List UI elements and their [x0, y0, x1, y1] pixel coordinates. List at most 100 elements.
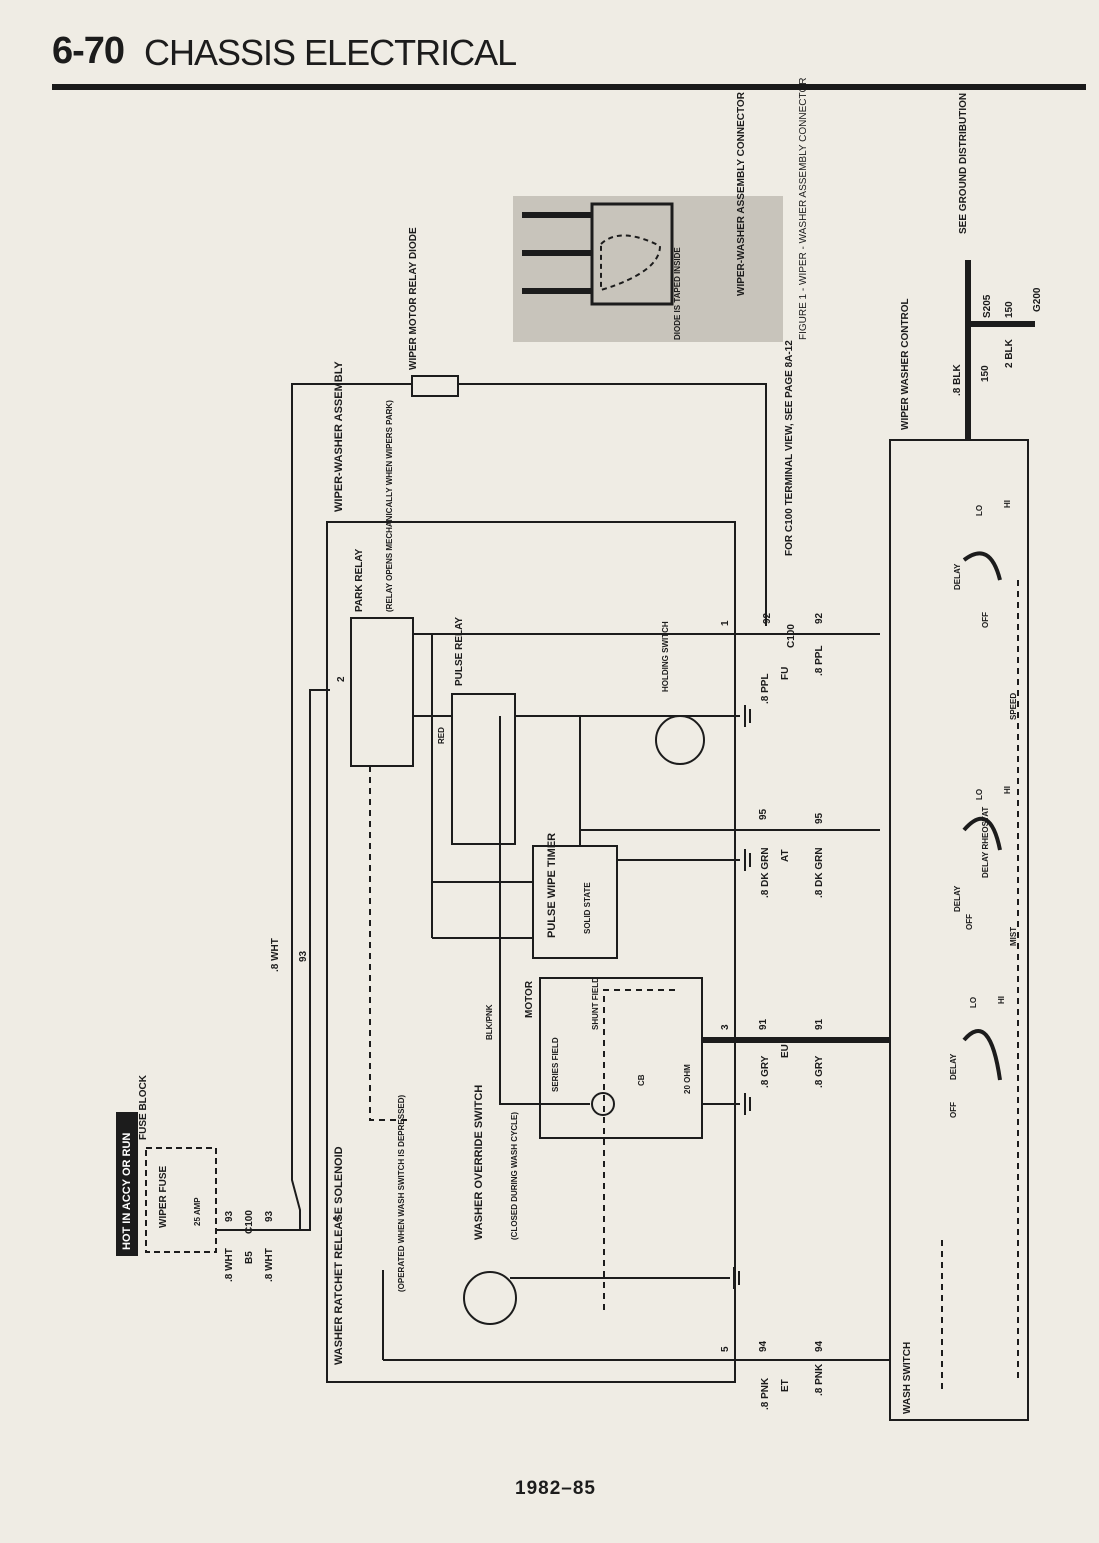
wire-label-red: RED	[437, 727, 446, 744]
header-rule	[52, 84, 1086, 90]
wire-label-c100-1: C100	[244, 1210, 255, 1234]
hi-label-2: HI	[1003, 786, 1012, 794]
mech-link-override	[603, 989, 680, 1310]
wire-blk-pnk	[499, 716, 590, 1105]
wire-label-92-1: 92	[762, 612, 773, 624]
wire-label-gry-1: .8 GRY	[760, 1055, 771, 1088]
wire-label-150-2: 150	[1004, 301, 1015, 318]
rheostat-label: DELAY RHEOSTAT	[981, 807, 990, 878]
section-title: CHASSIS ELECTRICAL	[144, 32, 517, 73]
control-box	[889, 439, 1029, 1421]
wire-label-at: AT	[780, 849, 791, 862]
speed-label: SPEED	[1009, 693, 1018, 720]
switch-arc-top	[962, 551, 1002, 581]
wire-label-wht-3: .8 WHT	[270, 938, 281, 972]
wire-label-dkgrn-1: .8 DK GRN	[760, 847, 771, 898]
pin-4: 4	[332, 1216, 343, 1222]
wiper-fuse-label: WIPER FUSE	[158, 1165, 169, 1228]
switch-arc-mid	[962, 816, 1002, 851]
shunt-field-label: SHUNT FIELD	[591, 977, 600, 1030]
motor-box	[539, 977, 703, 1139]
assembly-title: WIPER-WASHER ASSEMBLY	[333, 361, 345, 512]
wire-wht-93	[215, 383, 412, 1231]
motor-symbol	[591, 1092, 615, 1116]
wire-label-94-1: 94	[758, 1340, 769, 1352]
assembly-box	[326, 521, 736, 1383]
override-title: WASHER OVERRIDE SWITCH	[473, 1085, 485, 1240]
pin-5: 5	[720, 1346, 731, 1352]
motor-title: MOTOR	[524, 980, 535, 1018]
wire-label-ppl-1: .8 PPL	[760, 673, 771, 704]
lo-label-1: LO	[975, 505, 984, 516]
wire-label-91-2: 91	[814, 1018, 825, 1030]
wire-label-ppl-2: .8 PPL	[814, 645, 825, 676]
connector-label: WIPER-WASHER ASSEMBLY CONNECTOR	[736, 91, 747, 296]
wire-label-fu: FU	[780, 667, 791, 680]
fuse-block-label: FUSE BLOCK	[138, 1074, 149, 1140]
wire-label-92-2: 92	[814, 612, 825, 624]
relay-diode-label: WIPER MOTOR RELAY DIODE	[408, 227, 419, 370]
wire-label-95-2: 95	[814, 812, 825, 824]
solenoid-title: WASHER RATCHET RELEASE SOLENOID	[333, 1146, 345, 1365]
switch-arc-bot	[962, 1029, 1002, 1081]
page-number: 6-70	[52, 30, 125, 72]
park-note: (RELAY OPENS MECHANICALLY WHEN WIPERS PA…	[385, 400, 394, 612]
page-footer-years: 1982–85	[515, 1478, 596, 1499]
s205-label: S205	[982, 294, 993, 318]
hot-label: HOT IN ACCY OR RUN	[121, 1133, 133, 1250]
pulse-timer-box	[532, 845, 618, 959]
off-label-3: OFF	[949, 1102, 958, 1118]
delay-label-2: DELAY	[953, 885, 962, 912]
wire-label-wht-2: .8 WHT	[264, 1248, 275, 1282]
pin-3: 3	[720, 1024, 731, 1030]
pin-1: 1	[720, 620, 731, 626]
wire-label-et: ET	[780, 1379, 791, 1392]
wire-label-150-1: 150	[980, 365, 991, 382]
fuse-block-box	[145, 1147, 217, 1253]
solid-state-label: SOLID STATE	[583, 882, 592, 934]
holding-cam	[655, 715, 705, 765]
wire-label-94-2: 94	[814, 1340, 825, 1352]
control-title: WIPER WASHER CONTROL	[900, 298, 911, 430]
wire-93-inner	[300, 689, 330, 1231]
override-note: (CLOSED DURING WASH CYCLE)	[510, 1112, 519, 1240]
wire-label-c100-2: C100	[786, 624, 797, 648]
wash-switch-label: WASH SWITCH	[902, 1342, 913, 1414]
wire-diode-loop	[458, 383, 767, 626]
diode-note: DIODE IS TAPED INSIDE	[673, 247, 682, 340]
delay-label-1: DELAY	[953, 563, 962, 590]
wire-label-93-1: 93	[224, 1210, 235, 1222]
mech-link-park	[369, 766, 410, 1121]
wire-label-pnk-2: .8 PNK	[814, 1363, 825, 1396]
wire-label-91-1: 91	[758, 1018, 769, 1030]
operated-note: (OPERATED WHEN WASH SWITCH IS DEPRESSED)	[397, 1094, 406, 1292]
holding-switch-title: HOLDING SWITCH	[661, 621, 670, 692]
wire-label-95-1: 95	[758, 808, 769, 820]
relay-diode-box	[411, 375, 459, 397]
wire-label-2blk: 2 BLK	[1004, 338, 1015, 368]
wire-label-b5: B5	[244, 1251, 255, 1264]
off-label-2: OFF	[965, 914, 974, 930]
see-ground-label: SEE GROUND DISTRIBUTION	[958, 93, 969, 234]
mist-label: MIST	[1009, 927, 1018, 946]
delay-label-3: DELAY	[949, 1053, 958, 1080]
series-field-label: SERIES FIELD	[551, 1037, 560, 1092]
pin-2: 2	[336, 676, 347, 682]
cb-label: CB	[637, 1074, 646, 1086]
wire-label-93-3: 93	[298, 950, 309, 962]
override-cam	[463, 1271, 517, 1325]
hi-label-3: HI	[997, 996, 1006, 1004]
off-label-1: OFF	[981, 612, 990, 628]
lo-label-2: LO	[975, 789, 984, 800]
park-relay-box	[350, 617, 414, 767]
g200-label: G200	[1032, 287, 1043, 312]
ohm-label: 20 OHM	[683, 1064, 692, 1094]
wire-label-blkpnk: BLK/PNK	[485, 1004, 494, 1040]
wire-label-eu: EU	[780, 1044, 791, 1058]
wire-label-pnk-1: .8 PNK	[760, 1377, 771, 1410]
pulse-relay-box	[451, 693, 516, 845]
figure-caption: FIGURE 1 - WIPER - WASHER ASSEMBLY CONNE…	[798, 78, 809, 340]
c100-note: FOR C100 TERMINAL VIEW, SEE PAGE 8A-12	[784, 340, 795, 556]
hi-label-1: HI	[1003, 500, 1012, 508]
